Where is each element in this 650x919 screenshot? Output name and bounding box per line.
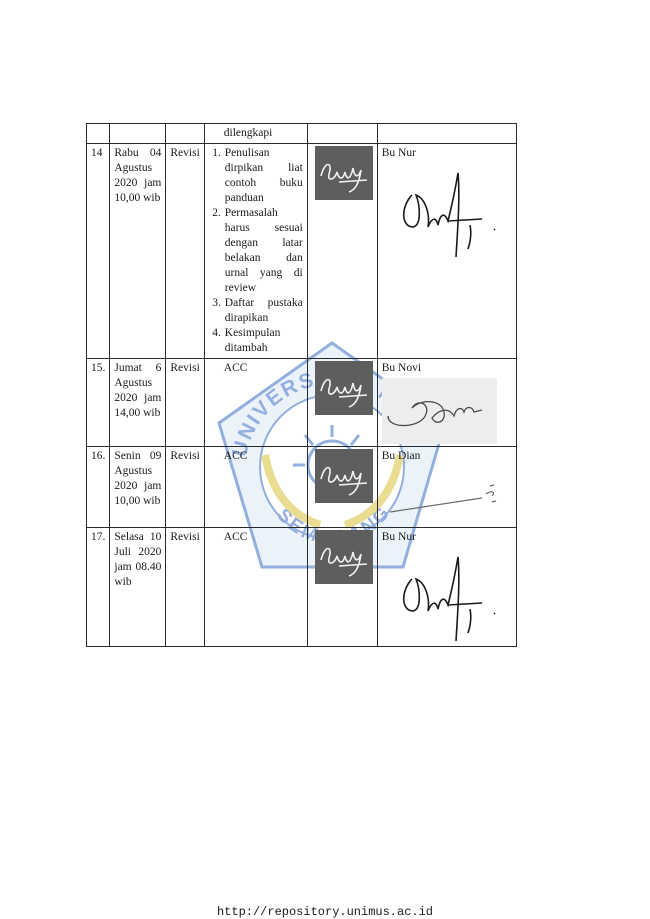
row-number: 17.: [85, 527, 111, 647]
student-signature-image: [314, 146, 373, 200]
cell-reviewer: Bu Novi: [376, 358, 517, 447]
reviewer-name: Bu Nur: [381, 531, 416, 543]
cell-reviewer: Bu Dian: [376, 446, 517, 528]
row-number: 14: [85, 143, 111, 359]
cell-note: dilengkapi: [203, 123, 308, 144]
row-date: Selasa 10 Juli 2020 jam 08.40 wib: [109, 527, 167, 647]
row-notes: ACC: [203, 358, 308, 447]
cell-student-signature: [306, 143, 378, 359]
reviewer-name: Bu Dian: [381, 450, 421, 462]
row-date: Rabu 04 Agustus 2020 jam 10,00 wib: [109, 143, 167, 359]
student-signature-image: [314, 361, 373, 415]
row-kind: Revisi: [165, 527, 205, 647]
reviewer-name: Bu Nur: [381, 147, 416, 159]
carry-over-note: dilengkapi: [223, 127, 273, 139]
table-row: 16. Senin 09 Agustus 2020 jam 10,00 wib …: [85, 446, 517, 528]
row-kind: Revisi: [165, 143, 205, 359]
row-notes: ACC: [203, 446, 308, 528]
student-signature-image: [314, 449, 373, 503]
row-kind: Revisi: [165, 446, 205, 528]
list-item: Penulisan dirpikan liat contoh buku pand…: [224, 146, 303, 206]
cell-reviewer: [376, 123, 517, 144]
list-item: Daftar pustaka dirapikan: [224, 296, 303, 326]
row-kind: Revisi: [165, 358, 205, 447]
row-notes: ACC: [203, 527, 308, 647]
cell-student-signature: [306, 123, 378, 144]
list-item: Kesimpulan ditambah: [224, 326, 303, 356]
cell-date: [109, 123, 167, 144]
cell-reviewer: Bu Nur: [376, 527, 517, 647]
cell-kind: [165, 123, 205, 144]
table-row: 15. Jumat 6 Agustus 2020 jam 14,00 wib R…: [85, 358, 517, 447]
repository-footer-url: http://repository.unimus.ac.id: [216, 905, 434, 919]
cell-student-signature: [306, 527, 378, 647]
revision-list: Penulisan dirpikan liat contoh buku pand…: [209, 146, 303, 356]
reviewer-signature-image: [402, 556, 496, 642]
reviewer-signature-image: [389, 484, 496, 513]
student-signature-image: [314, 530, 373, 584]
row-date: Jumat 6 Agustus 2020 jam 14,00 wib: [109, 358, 167, 447]
row-number: 16.: [85, 446, 111, 528]
reviewer-name: Bu Novi: [381, 362, 422, 374]
cell-reviewer: Bu Nur: [376, 143, 517, 359]
cell-student-signature: [306, 446, 378, 528]
reviewer-signature-image: [381, 378, 497, 444]
cell-no: [85, 123, 111, 144]
row-date: Senin 09 Agustus 2020 jam 10,00 wib: [109, 446, 167, 528]
reviewer-signature-image: [402, 172, 496, 258]
carry-over-row: dilengkapi: [85, 123, 517, 144]
row-notes: Penulisan dirpikan liat contoh buku pand…: [203, 143, 308, 359]
table-row: 14 Rabu 04 Agustus 2020 jam 10,00 wib Re…: [85, 143, 517, 359]
consultation-log-table: dilengkapi 14 Rabu 04 Agustus 2020 jam 1…: [85, 123, 517, 647]
row-number: 15.: [85, 358, 111, 447]
table-row: 17. Selasa 10 Juli 2020 jam 08.40 wib Re…: [85, 527, 517, 647]
list-item: Permasalah harus sesuai dengan latar bel…: [224, 206, 303, 296]
cell-student-signature: [306, 358, 378, 447]
